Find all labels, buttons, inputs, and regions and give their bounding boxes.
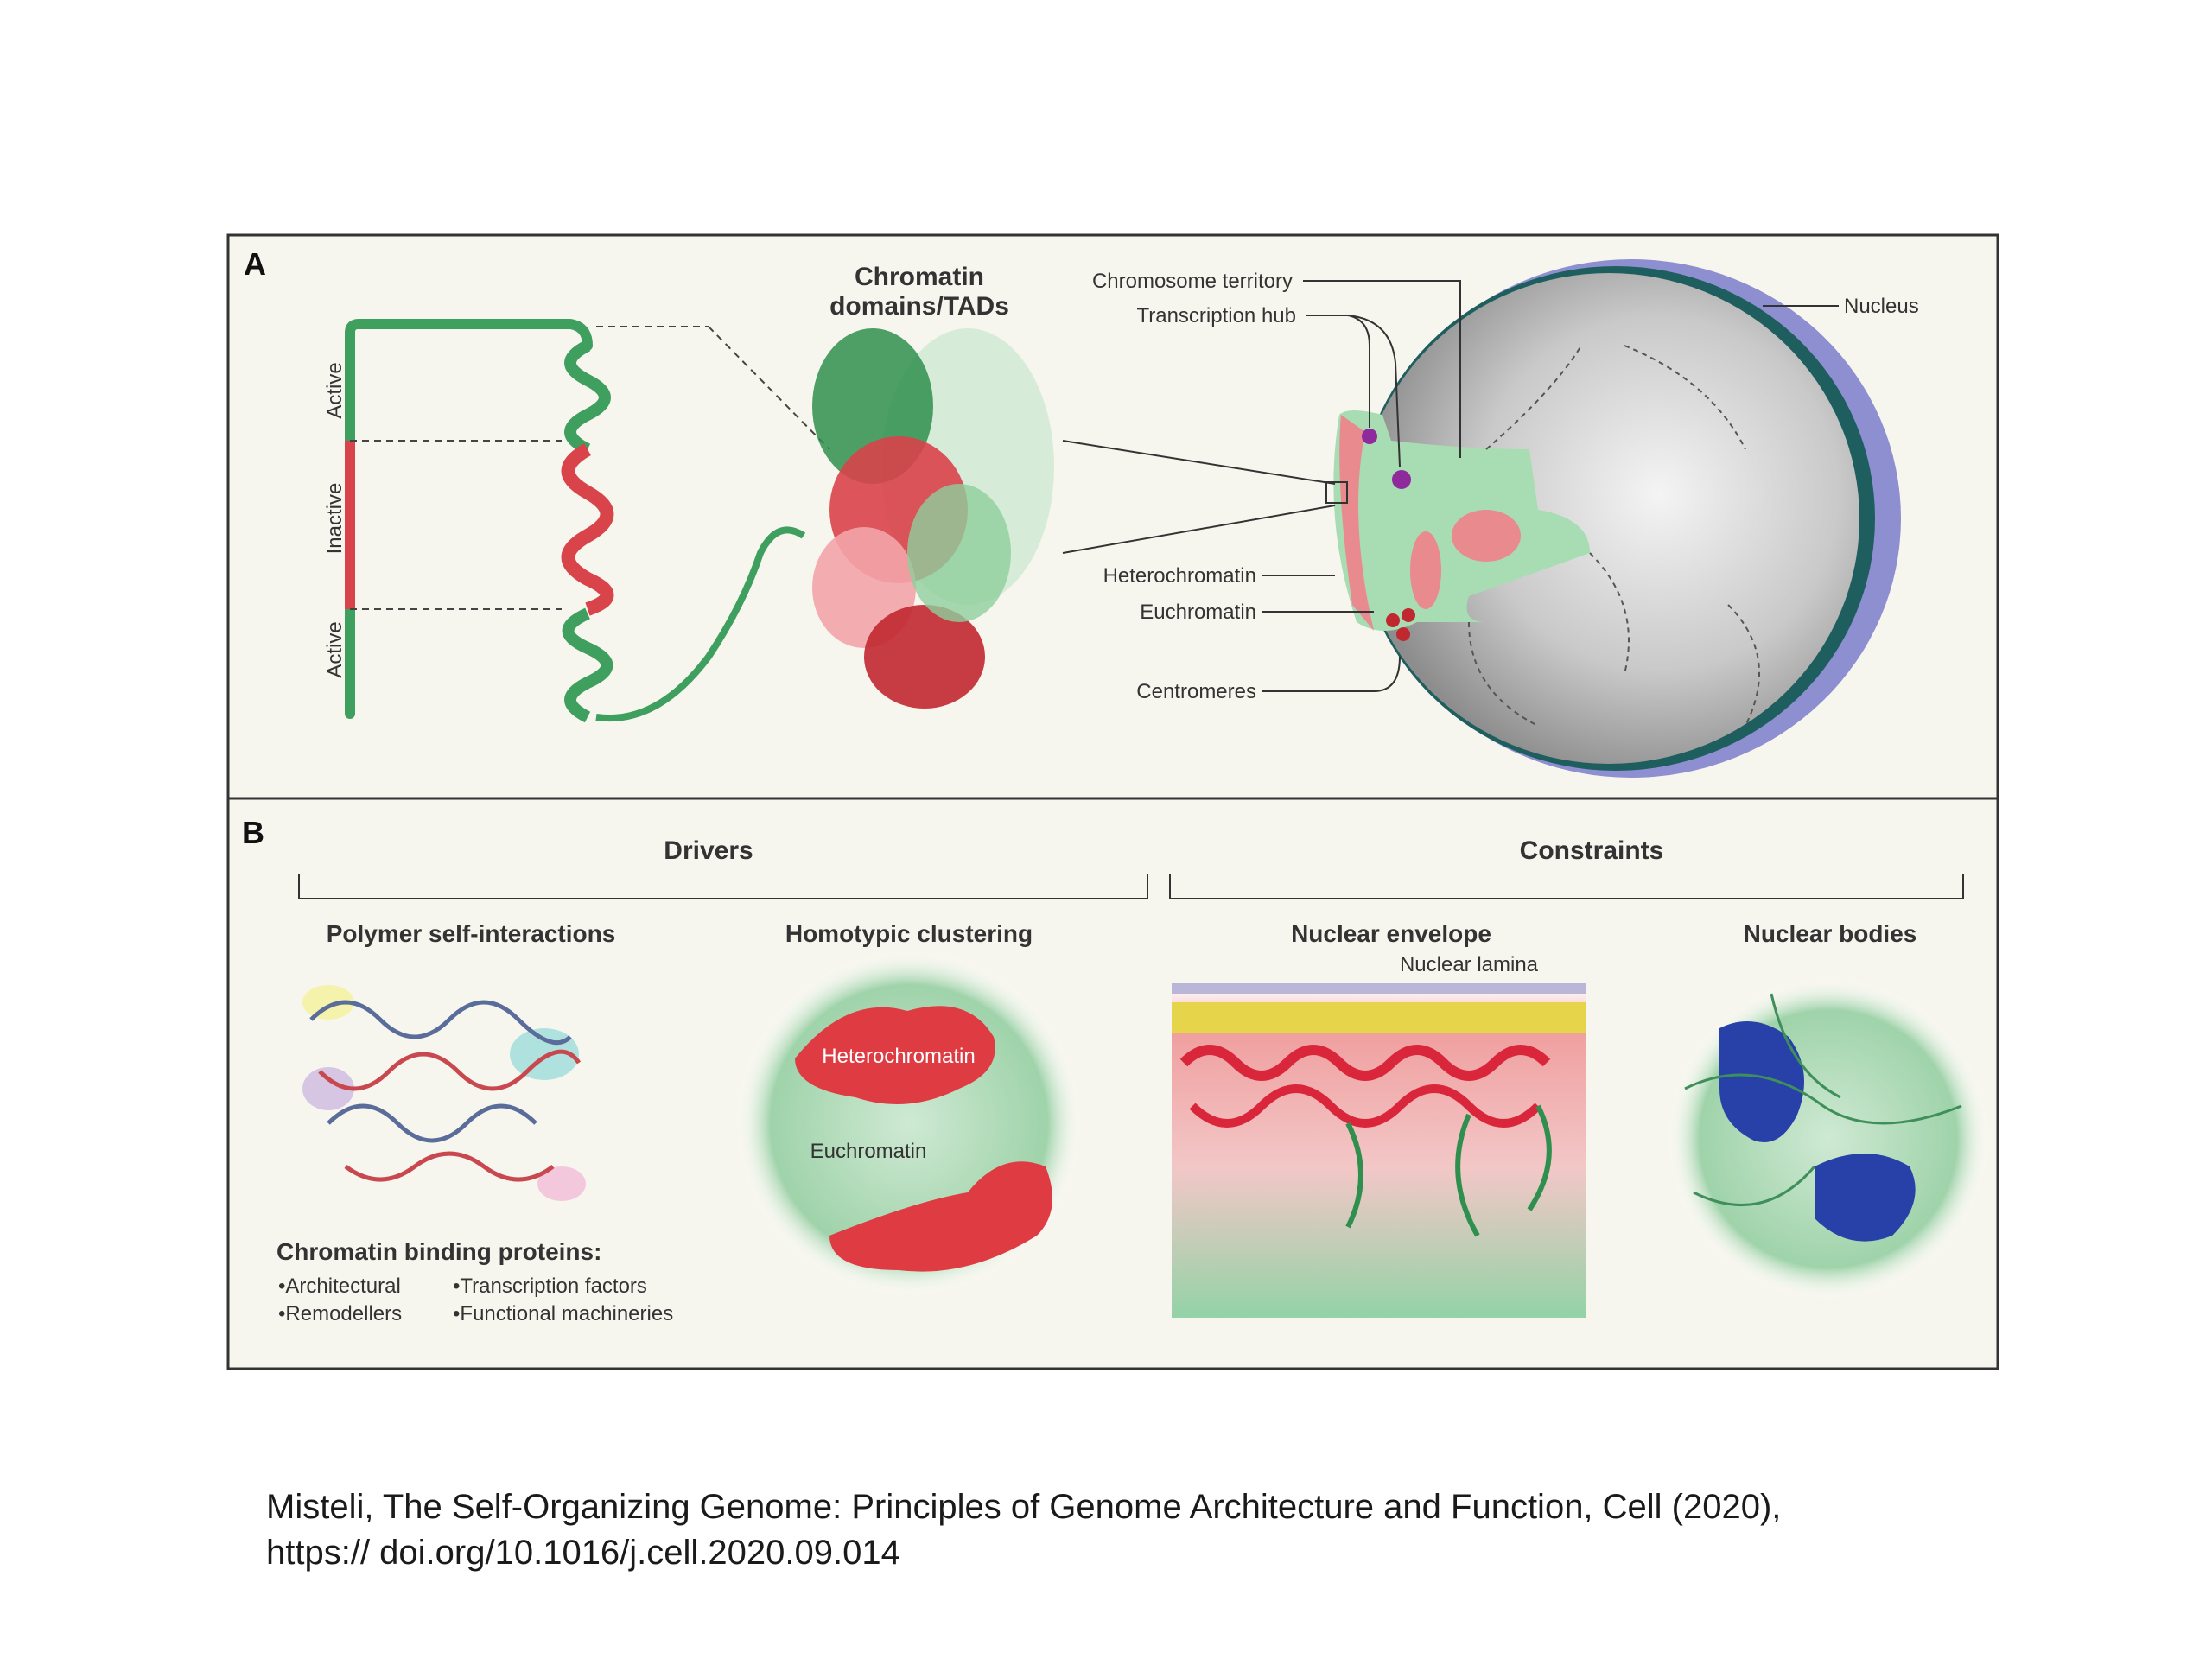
polymer-illustration bbox=[302, 985, 586, 1201]
drivers-bracket bbox=[298, 874, 1148, 899]
nucleus-callouts: Chromosome territory Transcription hub N… bbox=[1062, 270, 1919, 703]
panel-b: B Drivers Constraints Polymer self-inter… bbox=[226, 797, 1999, 1370]
panel-b-label: B bbox=[242, 815, 264, 850]
centromeres-label: Centromeres bbox=[1136, 680, 1256, 703]
transcription-hub-dot bbox=[1392, 470, 1411, 489]
binding-item-transcription-factors: •Transcription factors bbox=[453, 1274, 647, 1298]
nuclear-lamina-label: Nuclear lamina bbox=[1400, 953, 1539, 976]
lamina-layer bbox=[1172, 1002, 1586, 1033]
heterochromatin-cluster bbox=[830, 1161, 1052, 1272]
constraints-bracket bbox=[1169, 874, 1964, 899]
homotypic-heterochromatin-label: Heterochromatin bbox=[822, 1045, 975, 1068]
active-bottom-label: Active bbox=[323, 621, 346, 677]
binding-proteins-title: Chromatin binding proteins: bbox=[276, 1238, 601, 1265]
citation-line-2: https:// doi.org/10.1016/j.cell.2020.09.… bbox=[266, 1534, 900, 1572]
nuclear-body bbox=[1815, 1154, 1916, 1242]
homotypic-heading: Homotypic clustering bbox=[785, 920, 1033, 947]
panel-a: A Active Inactive Active Chromatin domai… bbox=[226, 233, 1999, 800]
fiber-top-segment bbox=[345, 319, 593, 719]
tads-title-line2: domains/TADs bbox=[830, 292, 1009, 321]
homotypic-euchromatin-label: Euchromatin bbox=[810, 1140, 927, 1163]
nuclear-envelope-heading: Nuclear envelope bbox=[1291, 920, 1491, 947]
polymer-heading: Polymer self-interactions bbox=[327, 920, 616, 947]
nucleus-diagram: Chromosome territory Transcription hub N… bbox=[1062, 259, 1919, 778]
binding-item-remodellers: •Remodellers bbox=[278, 1302, 402, 1325]
transcription-hub-label: Transcription hub bbox=[1136, 304, 1296, 327]
inactive-label: Inactive bbox=[323, 483, 346, 555]
homotypic-illustration: Heterochromatin Euchromatin bbox=[736, 950, 1082, 1296]
heterochromatin-cluster bbox=[795, 1006, 995, 1104]
nuclear-envelope-illustration: Nuclear lamina bbox=[1172, 953, 1586, 1318]
constraints-heading: Constraints bbox=[1520, 836, 1664, 865]
chromosome-territory-label: Chromosome territory bbox=[1092, 270, 1293, 293]
heterochromatin-rim bbox=[1339, 415, 1374, 631]
nuclear-bodies-illustration bbox=[1668, 978, 1989, 1300]
active-top-label: Active bbox=[323, 362, 346, 418]
tads-cluster: Chromatin domains/TADs bbox=[812, 263, 1054, 709]
tads-title-line1: Chromatin bbox=[855, 263, 984, 291]
transcription-hub-dot bbox=[1362, 429, 1377, 444]
citation-line-1: Misteli, The Self-Organizing Genome: Pri… bbox=[266, 1488, 1782, 1526]
drivers-heading: Drivers bbox=[664, 836, 753, 865]
nucleoplasm bbox=[1358, 273, 1859, 764]
nuclear-bodies-heading: Nuclear bodies bbox=[1744, 920, 1917, 947]
binding-item-architectural: •Architectural bbox=[278, 1274, 401, 1298]
panel-a-label: A bbox=[244, 246, 266, 282]
nucleus-label: Nucleus bbox=[1844, 295, 1919, 318]
centromere bbox=[1386, 613, 1400, 627]
chromatin-fiber-diagram: Active Inactive Active bbox=[323, 319, 830, 723]
centromere bbox=[1402, 608, 1415, 622]
nuclear-body bbox=[1719, 1021, 1804, 1142]
zoom-dash-diag bbox=[708, 326, 830, 450]
heterochromatin-label: Heterochromatin bbox=[1103, 564, 1256, 588]
centromere bbox=[1396, 627, 1410, 641]
euchromatin-label: Euchromatin bbox=[1140, 601, 1256, 624]
citation-caption: Misteli, The Self-Organizing Genome: Pri… bbox=[266, 1484, 1781, 1576]
coiled-chromatin-column bbox=[561, 340, 806, 723]
binding-item-functional-machineries: •Functional machineries bbox=[453, 1302, 673, 1325]
